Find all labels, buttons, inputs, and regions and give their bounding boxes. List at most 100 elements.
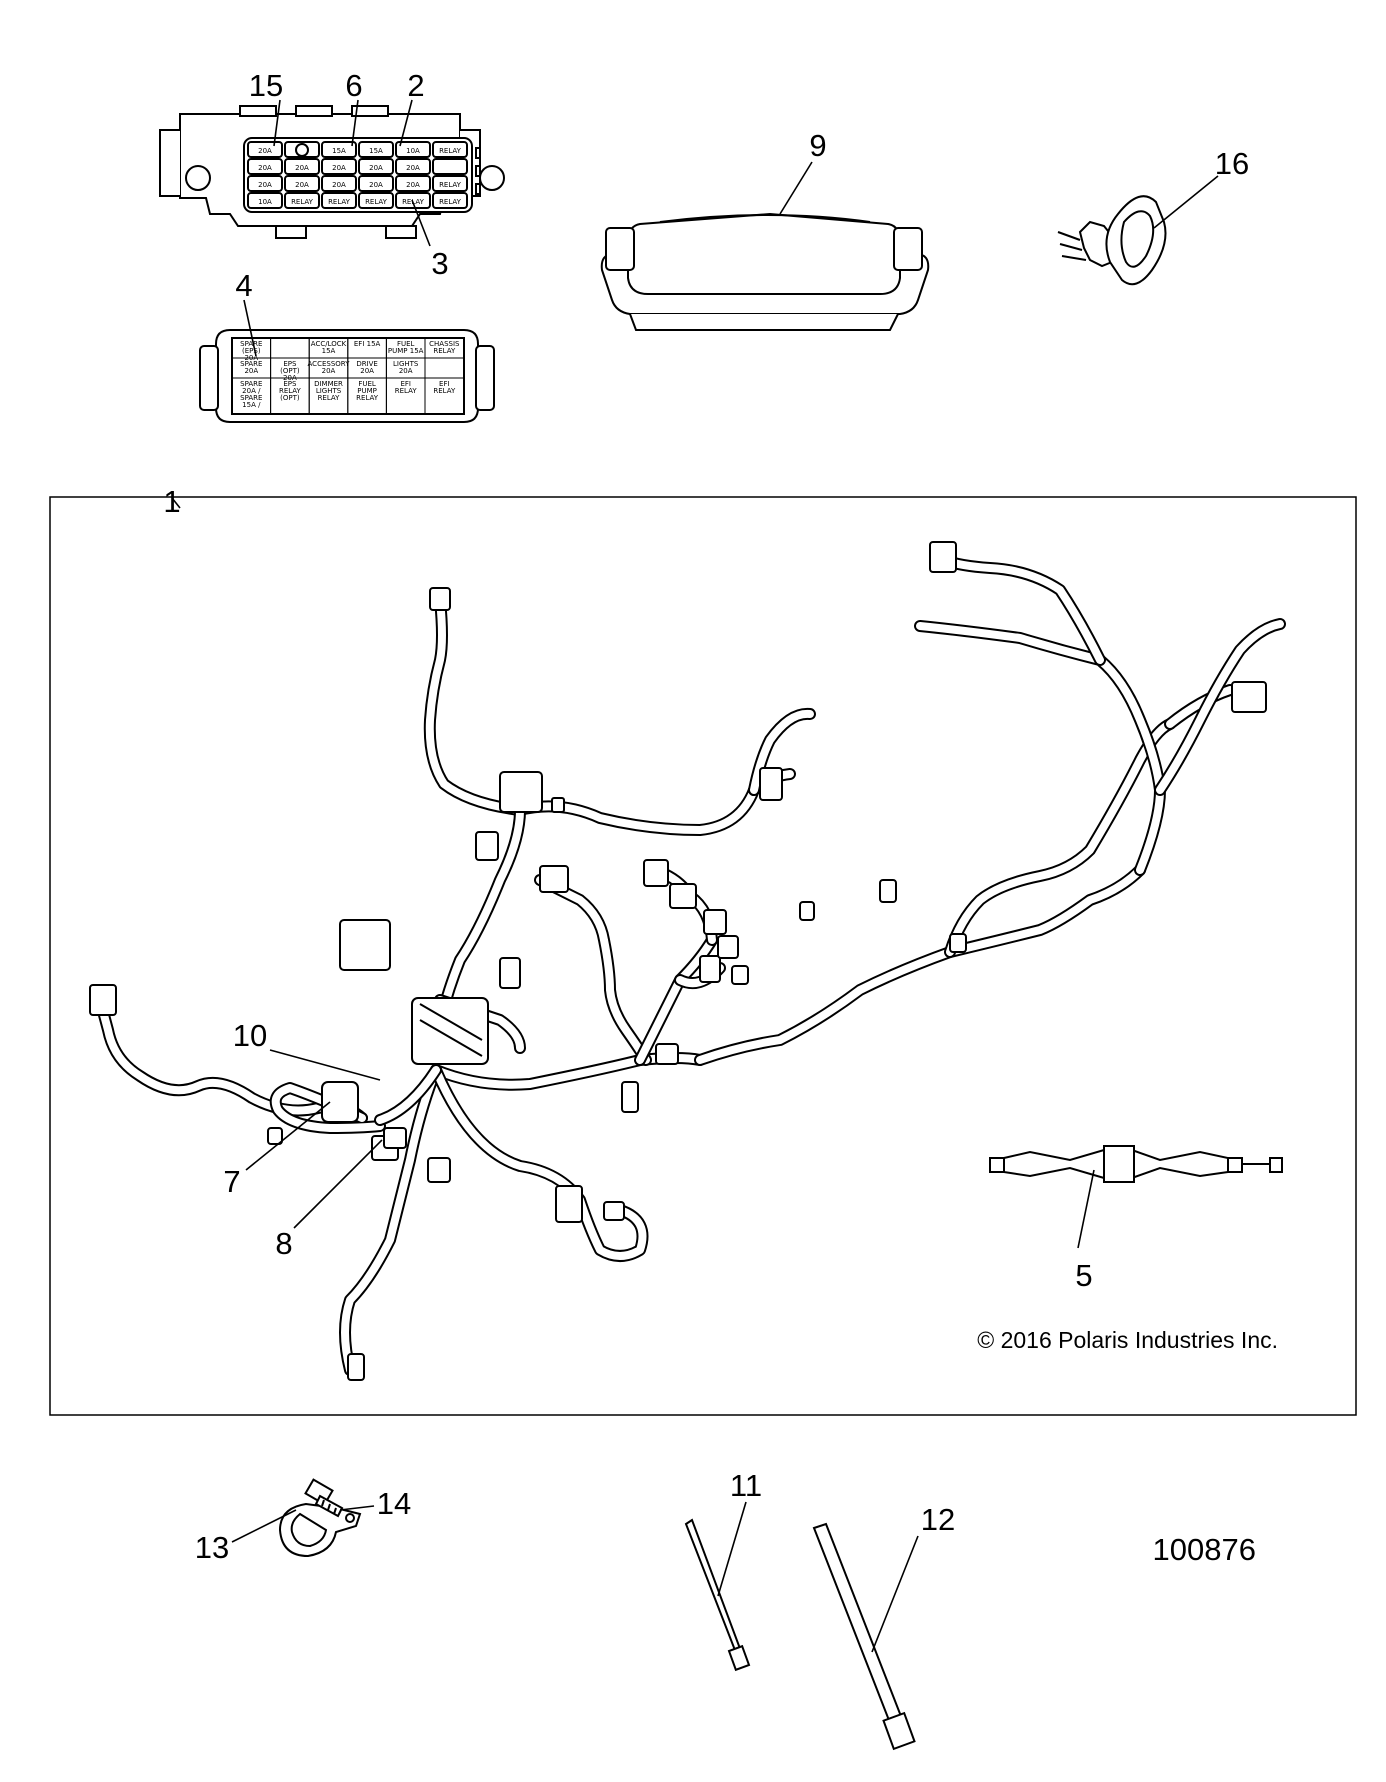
callout-8: 8 — [275, 1226, 292, 1261]
fuse-label-text: PUMP — [357, 387, 377, 395]
callout-16: 16 — [1215, 146, 1249, 181]
callout-10: 10 — [233, 1018, 267, 1053]
fuse-slot — [358, 141, 394, 158]
fuse-slot — [321, 158, 357, 175]
copyright-text: © 2016 Polaris Industries Inc. — [977, 1327, 1278, 1353]
fuse-slot-label: RELAY — [439, 147, 462, 155]
harness-wire-fill — [750, 709, 814, 794]
fuse-slot — [432, 141, 468, 158]
fuse-label-text: 20A — [322, 367, 336, 375]
fuse-slot-label: 20A — [258, 147, 272, 155]
cable-tie-large — [812, 1522, 916, 1751]
harness-wire — [914, 620, 1166, 876]
fuse-slot-label: RELAY — [439, 198, 462, 206]
callout-numbers: 15 6 2 3 4 9 16 1 10 7 8 5 11 12 13 14 — [163, 68, 1249, 1565]
callout-6: 6 — [345, 68, 362, 103]
harness-wire-fill — [432, 1066, 647, 1260]
screw — [304, 1478, 344, 1518]
fuse-label-text: 20A — [244, 367, 258, 375]
fuse-label-text: CHASSIS — [429, 340, 460, 348]
fuse-slot-label: 10A — [258, 198, 272, 206]
harness-frame — [49, 496, 1357, 1416]
fuse-slot — [395, 158, 431, 175]
fuse-slot-label: 15A — [369, 147, 383, 155]
harness-wire-fill — [376, 1066, 440, 1124]
fuse-slot — [432, 192, 468, 209]
fuse-label-text: (EPS) — [242, 347, 261, 355]
callout-14: 14 — [377, 1486, 411, 1521]
fuse-label-text: SPARE — [240, 394, 262, 402]
callout-2: 2 — [407, 68, 424, 103]
fuse-label-text: (OPT) — [280, 367, 300, 375]
fuse-slot — [358, 158, 394, 175]
fuse-slot-label: RELAY — [365, 198, 388, 206]
harness-wire-fill — [536, 876, 650, 1064]
control-module — [600, 212, 930, 331]
callout-5: 5 — [1075, 1258, 1092, 1293]
callout-7: 7 — [223, 1164, 240, 1199]
fuse-slot-label: 15A — [332, 147, 346, 155]
harness-wire-fill — [916, 622, 1164, 874]
fuse-label-cell — [424, 377, 465, 415]
fuse-label-text: RELAY — [356, 394, 379, 402]
callout-13: 13 — [195, 1530, 229, 1565]
callout-15: 15 — [249, 68, 283, 103]
harness-wire-fill — [696, 866, 1144, 1064]
fuse-slot — [247, 158, 283, 175]
callout-1: 1 — [163, 484, 180, 519]
fuse-slot — [358, 192, 394, 209]
cable-tie-small — [684, 1518, 751, 1672]
callout-4: 4 — [235, 268, 252, 303]
fuse-label-text: 20A — [360, 367, 374, 375]
fuse-slot — [358, 175, 394, 192]
harness-wire — [430, 1064, 649, 1262]
callout-3: 3 — [431, 246, 448, 281]
fuse-label-text: LIGHTS — [316, 387, 342, 395]
fuse-slot-label: 10A — [406, 147, 420, 155]
fuse-label-text: SPARE — [240, 380, 262, 388]
fuse-slot-label: 20A — [406, 181, 420, 189]
fuse-label-text: DRIVE — [356, 360, 378, 368]
inline-fuse-holder — [989, 1145, 1283, 1183]
fuse-label-text: ACCESSORY — [308, 360, 351, 368]
callout-12: 12 — [921, 1502, 955, 1537]
fuse-label-text: SPARE — [240, 340, 262, 348]
fuse-label-text: 15A — [322, 347, 336, 355]
fuse-label-text: RELAY — [395, 387, 418, 395]
harness-wire-fill — [1156, 620, 1284, 794]
harness-connectors — [89, 541, 1267, 1381]
fuse-slot — [321, 192, 357, 209]
fuse-slot-label: 20A — [295, 181, 309, 189]
fuse-label-text: SPARE — [240, 360, 262, 368]
fuse-slot-label: RELAY — [328, 198, 351, 206]
fuse-label-text: ACC/LOCK — [311, 340, 347, 348]
fuse-label-text: 20A / — [242, 387, 261, 395]
fuse-slot-label: 20A — [295, 164, 309, 172]
leader-lines — [171, 99, 1219, 1653]
callout-9: 9 — [809, 128, 826, 163]
fuse-slot — [395, 175, 431, 192]
fuse-slot-label: 20A — [369, 181, 383, 189]
harness-wire-fill — [425, 596, 524, 814]
fuse-slot-label: RELAY — [291, 198, 314, 206]
fuse-label-text: FUEL — [397, 340, 415, 348]
push-clip — [1057, 195, 1167, 286]
fuse-label-text: PUMP 15A — [388, 347, 424, 355]
diagram-number: 100876 — [1153, 1532, 1256, 1567]
fuse-label-text: LIGHTS — [393, 360, 419, 368]
fuse-label-text: RELAY — [318, 394, 341, 402]
fuse-slot — [432, 175, 468, 192]
fuse-slot-label: 20A — [332, 181, 346, 189]
fuse-label-text: RELAY — [279, 387, 302, 395]
fuse-label-text: EPS — [283, 360, 297, 368]
fuse-slot — [284, 158, 320, 175]
fuse-slot — [321, 175, 357, 192]
harness-wire-fill — [940, 556, 1104, 664]
harness-wire-fill — [341, 1066, 440, 1374]
harness-wire-fill — [96, 996, 366, 1122]
fuse-label-text: EFI — [400, 380, 411, 388]
